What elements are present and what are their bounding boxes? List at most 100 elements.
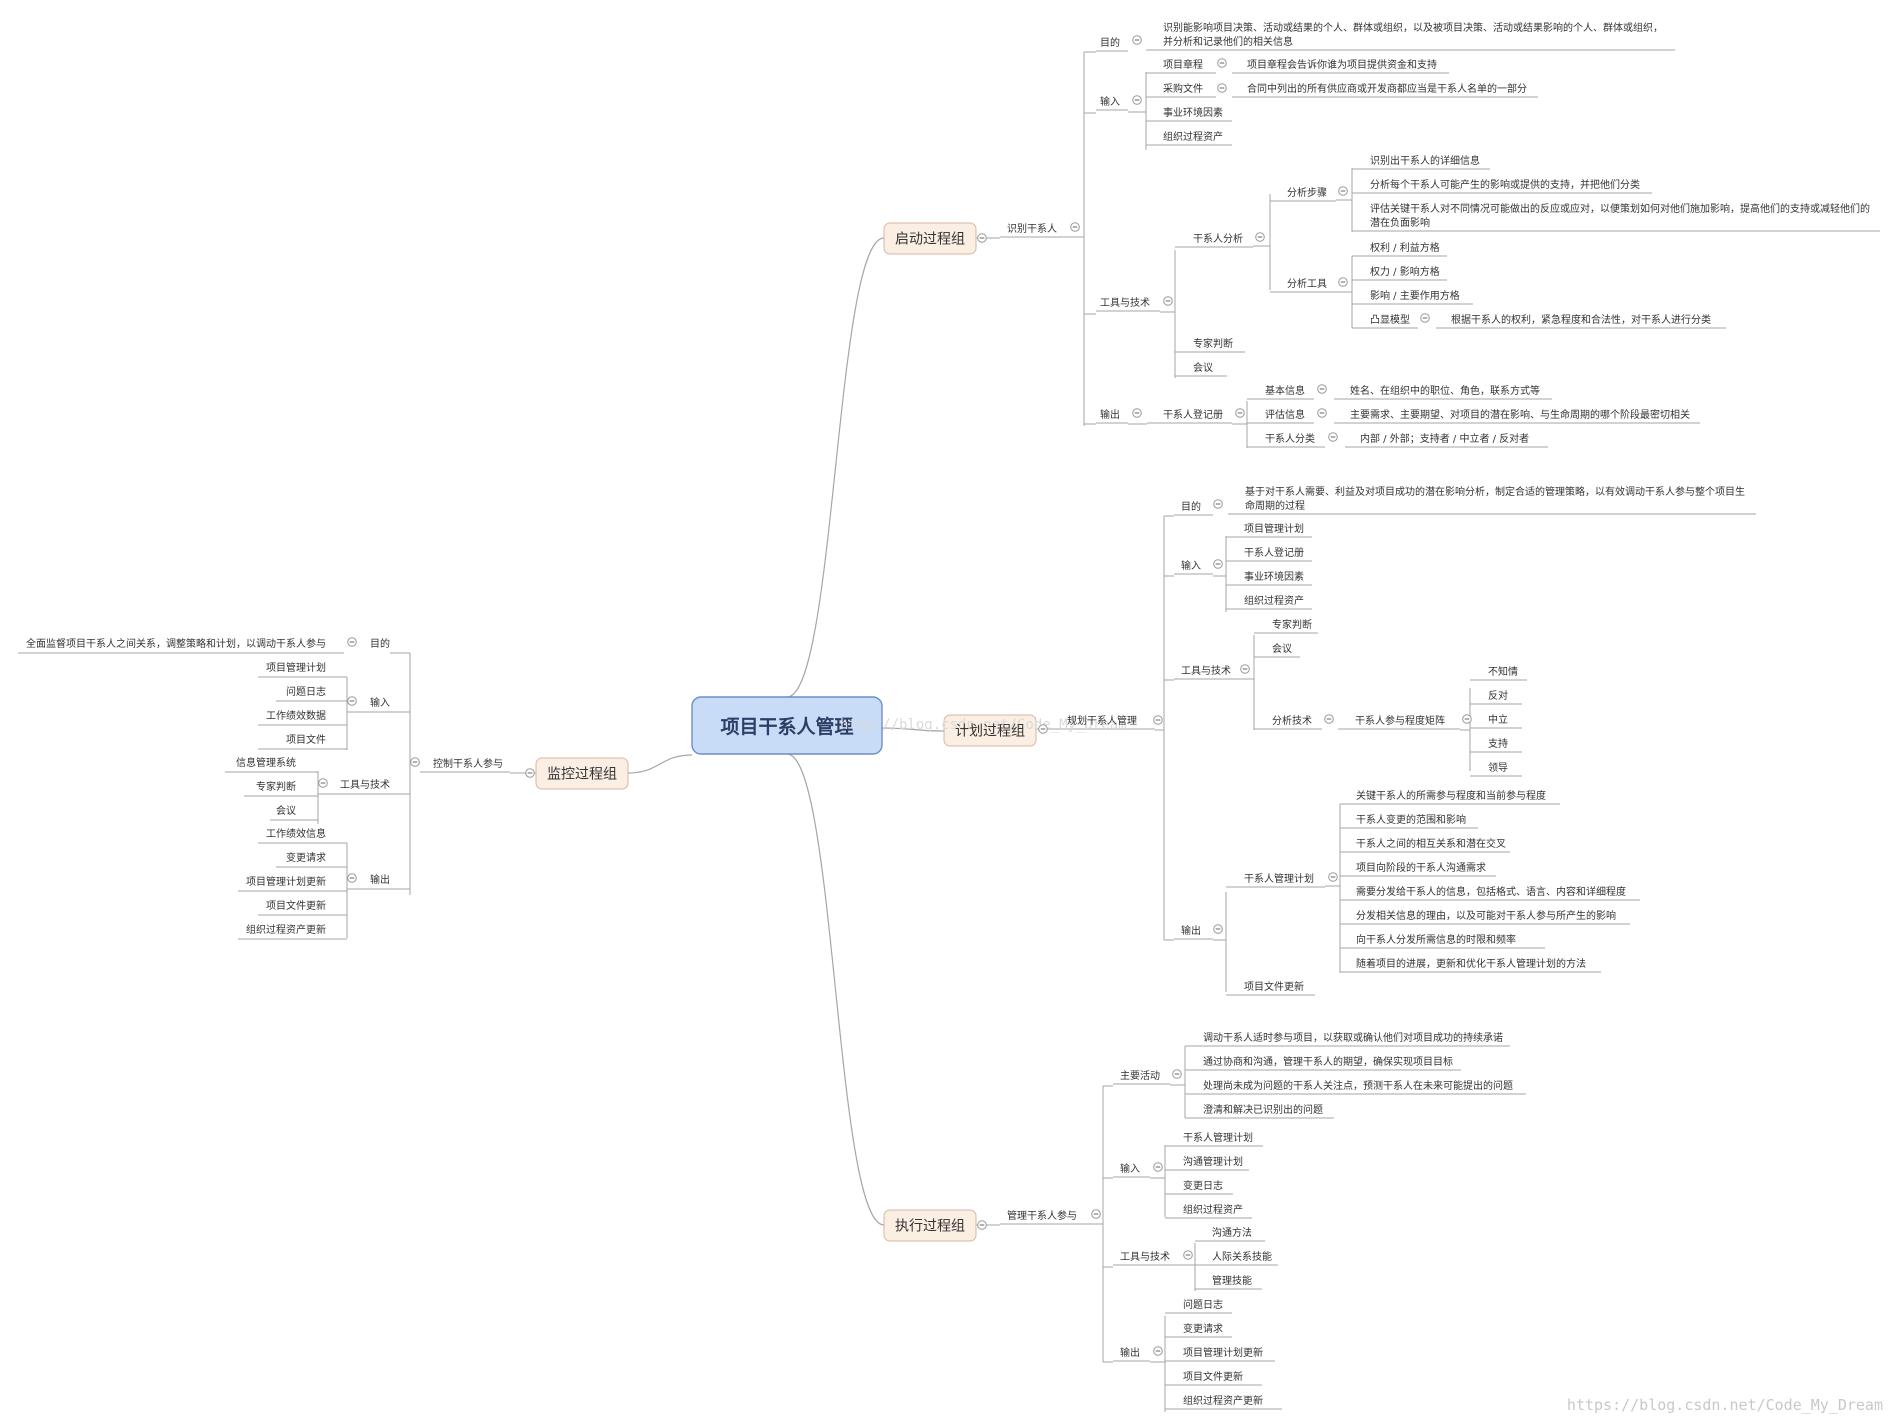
- collapse-toggles: [318, 35, 1472, 1356]
- node-p-o8: 随着项目的进展，更新和优化干系人管理计划的方法: [1356, 957, 1586, 970]
- collapse-toggle-s-tools[interactable]: [1163, 296, 1173, 306]
- node-s-step3a: 评估关键干系人对不同情况可能做出的反应或应对，以便策划如何对他们施加影响，提高他…: [1370, 202, 1870, 215]
- collapse-toggle-p-goal[interactable]: [1213, 499, 1223, 509]
- collapse-toggle-e-main[interactable]: [1172, 1069, 1182, 1079]
- collapse-toggle-s-identify[interactable]: [1070, 222, 1080, 232]
- collapse-toggle-p-plan[interactable]: [1153, 715, 1163, 725]
- collapse-toggle-p-atech[interactable]: [1324, 714, 1334, 724]
- node-e-output: 输出: [1120, 1346, 1140, 1359]
- node-e-o4: 项目文件更新: [1183, 1370, 1243, 1383]
- collapse-toggle-s-procure[interactable]: [1217, 83, 1227, 93]
- collapse-toggle-plan[interactable]: [1038, 724, 1048, 734]
- node-m-o3: 项目管理计划更新: [246, 875, 326, 888]
- collapse-toggle-m-input[interactable]: [347, 696, 357, 706]
- node-s-atools: 分析工具: [1287, 277, 1327, 290]
- node-p-m3: 中立: [1488, 713, 1508, 726]
- node-m-t1: 信息管理系统: [236, 756, 296, 769]
- node-p-o4: 项目向阶段的干系人沟通需求: [1356, 861, 1486, 874]
- collapse-toggle-m-control[interactable]: [410, 757, 420, 767]
- collapse-toggle-m-output[interactable]: [347, 873, 357, 883]
- node-s-charter: 项目章程: [1163, 58, 1203, 71]
- node-p-o1: 关键干系人的所需参与程度和当前参与程度: [1356, 789, 1546, 802]
- category-exec[interactable]: [883, 1209, 977, 1242]
- node-p-matrix: 干系人参与程度矩阵: [1355, 714, 1445, 727]
- node-s-steps: 分析步骤: [1287, 186, 1327, 199]
- node-e-o1: 问题日志: [1183, 1298, 1223, 1311]
- collapse-toggle-exec[interactable]: [977, 1220, 987, 1230]
- node-e-a2: 通过协商和沟通，管理干系人的期望，确保实现项目目标: [1203, 1055, 1453, 1068]
- collapse-toggle-s-atools[interactable]: [1338, 277, 1348, 287]
- node-p-m5: 领导: [1488, 761, 1508, 774]
- collapse-toggle-s-output[interactable]: [1132, 408, 1142, 418]
- category-boxes: [535, 222, 1037, 1242]
- node-s-eef: 事业环境因素: [1163, 106, 1223, 119]
- node-e-a3: 处理尚未成为问题的干系人关注点，预测干系人在未来可能提出的问题: [1203, 1079, 1513, 1092]
- node-e-tools: 工具与技术: [1120, 1250, 1170, 1263]
- node-p-in4: 组织过程资产: [1244, 594, 1304, 607]
- collapse-toggle-s-basic[interactable]: [1317, 384, 1327, 394]
- node-s-tools: 工具与技术: [1100, 296, 1150, 309]
- node-s-input: 输入: [1100, 95, 1120, 108]
- node-s-register: 干系人登记册: [1163, 408, 1223, 421]
- collapse-toggle-s-eval[interactable]: [1317, 408, 1327, 418]
- category-monitor[interactable]: [535, 757, 629, 790]
- collapse-toggle-s-goal[interactable]: [1132, 35, 1142, 45]
- node-m-t3: 会议: [276, 804, 296, 817]
- collapse-toggle-s-input[interactable]: [1132, 95, 1142, 105]
- node-m-o2: 变更请求: [286, 851, 326, 864]
- collapse-toggle-start[interactable]: [977, 233, 987, 243]
- collapse-toggle-s-analysis[interactable]: [1255, 232, 1265, 242]
- node-p-in2: 干系人登记册: [1244, 546, 1304, 559]
- collapse-toggle-e-input[interactable]: [1153, 1162, 1163, 1172]
- root-node[interactable]: [691, 696, 883, 755]
- node-p-output: 输出: [1181, 924, 1201, 937]
- node-e-t1: 沟通方法: [1212, 1226, 1252, 1239]
- collapse-toggle-s-class[interactable]: [1328, 432, 1338, 442]
- node-e-o5: 组织过程资产更新: [1183, 1394, 1263, 1407]
- collapse-toggle-e-output[interactable]: [1153, 1346, 1163, 1356]
- collapse-toggle-m-tools[interactable]: [318, 778, 328, 788]
- category-label-exec: 执行过程组: [895, 1219, 965, 1235]
- collapse-toggle-s-register[interactable]: [1235, 408, 1245, 418]
- collapse-toggle-monitor[interactable]: [525, 768, 535, 778]
- node-p-o7: 向干系人分发所需信息的时限和频率: [1356, 933, 1516, 946]
- node-s-class-text: 内部 / 外部；支持者 / 中立者 / 反对者: [1360, 432, 1529, 445]
- collapse-toggle-e-tools[interactable]: [1183, 1250, 1193, 1260]
- collapse-toggle-p-matrix[interactable]: [1462, 714, 1472, 724]
- category-start[interactable]: [883, 222, 977, 255]
- category-plan[interactable]: [943, 714, 1037, 747]
- collapse-toggle-s-steps[interactable]: [1338, 186, 1348, 196]
- node-e-in3: 变更日志: [1183, 1179, 1223, 1192]
- node-s-grid1: 权利 / 利益方格: [1370, 241, 1440, 254]
- node-e-main: 主要活动: [1120, 1070, 1160, 1082]
- node-p-m4: 支持: [1488, 737, 1508, 750]
- collapse-toggle-m-goal[interactable]: [347, 637, 357, 647]
- node-e-t3: 管理技能: [1212, 1274, 1252, 1287]
- collapse-toggle-e-manage[interactable]: [1091, 1209, 1101, 1219]
- collapse-toggle-p-tools[interactable]: [1240, 664, 1250, 674]
- node-s-analysis: 干系人分析: [1193, 232, 1243, 245]
- collapse-toggle-p-smp[interactable]: [1328, 872, 1338, 882]
- node-s-goal: 目的: [1100, 36, 1120, 49]
- collapse-toggle-p-output[interactable]: [1213, 924, 1223, 934]
- node-p-expert: 专家判断: [1272, 618, 1312, 631]
- label-underlines: [1000, 49, 1880, 1410]
- node-p-o6: 分发相关信息的理由，以及可能对干系人参与所产生的影响: [1356, 909, 1616, 922]
- node-e-o3: 项目管理计划更新: [1183, 1346, 1263, 1359]
- node-e-in4: 组织过程资产: [1183, 1203, 1243, 1216]
- node-p-o5: 需要分发给干系人的信息，包括格式、语言、内容和详细程度: [1356, 885, 1626, 898]
- node-s-step1: 识别出干系人的详细信息: [1370, 154, 1480, 167]
- node-m-in3: 工作绩效数据: [266, 709, 326, 722]
- node-e-t2: 人际关系技能: [1212, 1250, 1272, 1263]
- collapse-toggle-s-charter[interactable]: [1217, 58, 1227, 68]
- node-s-opa: 组织过程资产: [1163, 130, 1223, 143]
- node-p-goal-text1: 基于对干系人需要、利益及对项目成功的潜在影响分析，制定合适的管理策略，以有效调动…: [1245, 485, 1745, 498]
- watermark: https://blog.csdn.net/Code_My_Dream: [1567, 1396, 1883, 1414]
- collapse-toggle-s-salience[interactable]: [1420, 313, 1430, 323]
- node-m-tools: 工具与技术: [340, 778, 390, 791]
- node-m-in1: 项目管理计划: [266, 661, 326, 674]
- collapse-toggle-p-input[interactable]: [1213, 559, 1223, 569]
- node-s-basic-text: 姓名、在组织中的职位、角色，联系方式等: [1350, 384, 1540, 397]
- node-s-grid2: 权力 / 影响方格: [1370, 265, 1440, 278]
- node-m-goal-text: 全面监督项目干系人之间关系，调整策略和计划，以调动干系人参与: [26, 637, 326, 650]
